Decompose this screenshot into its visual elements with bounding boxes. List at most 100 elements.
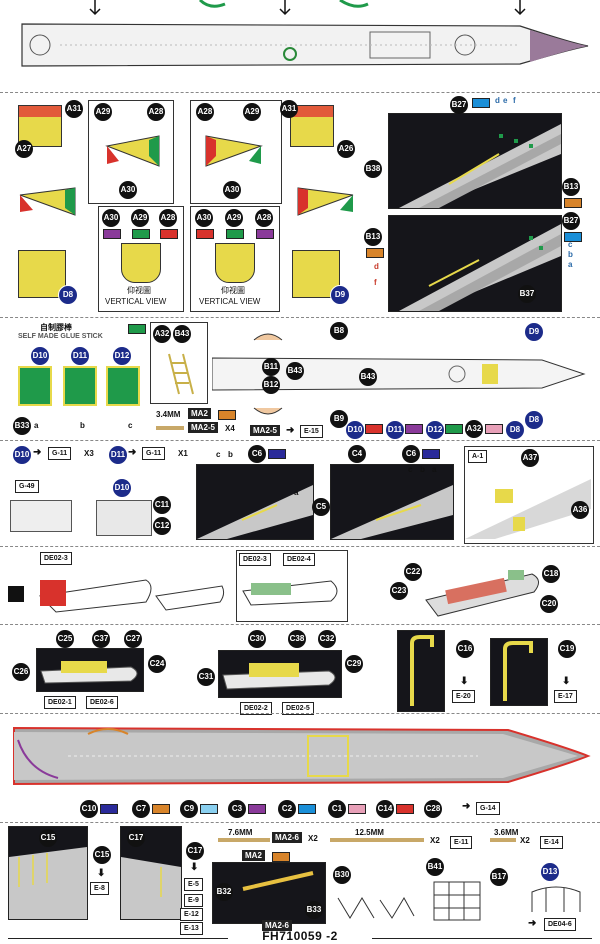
callout-d10d: D10 <box>112 478 132 498</box>
callout-b8: B8 <box>330 322 348 340</box>
ref-de04-6: DE04-6 <box>544 918 576 931</box>
callout-c4: C4 <box>348 445 366 463</box>
vertical-view-box-left: A30 A29 A28 仰视圖 VERTICAL VIEW <box>98 206 184 312</box>
divider <box>0 624 600 625</box>
arrow-down-glyph: ⬇ <box>460 676 469 687</box>
callout-a29c: A29 <box>243 103 261 121</box>
callout-c28: C28 <box>424 800 442 818</box>
callout-c25: C25 <box>56 630 74 648</box>
rail-assembly-right: A28 A29 A30 A31 A26 A30 A29 A28 仰视圖 VERT… <box>190 100 370 312</box>
callout-c18: C18 <box>542 565 560 583</box>
divider <box>0 713 600 714</box>
paint-legend-row: C10 C7 C9 C3 C2 C1 C14 C28 ➜ G-14 <box>80 800 520 818</box>
ref-g-14: G-14 <box>476 802 500 815</box>
page-code: FH710059 -2 <box>262 929 338 943</box>
ref-e-17: E-17 <box>554 690 577 703</box>
ref-de02-6: DE02-6 <box>86 696 118 709</box>
callout-c20: C20 <box>540 595 558 613</box>
label-a-glue: a <box>34 421 39 430</box>
ref-de02-3b: DE02-3 <box>239 553 271 566</box>
paint-ma2-5b: MA2-5 <box>250 425 281 436</box>
callout-c14: C14 <box>376 800 394 818</box>
detail-box-right: A28 A29 A30 <box>190 100 282 204</box>
times-2c: X2 <box>520 836 530 845</box>
label-e: e <box>503 96 508 105</box>
times-2: X2 <box>308 834 318 843</box>
callout-d9b: D9 <box>524 322 544 342</box>
label-d: d <box>495 96 500 105</box>
callout-a29b: A29 <box>131 209 149 227</box>
bow-c15-panel: C15 <box>8 826 88 920</box>
callout-c15: C15 <box>39 829 57 847</box>
callout-c22: C22 <box>404 563 422 581</box>
callout-b43b: B43 <box>286 362 304 380</box>
callout-a32b: A32 <box>465 420 483 438</box>
len-3-4mm: 3.4MM <box>156 410 181 419</box>
rod-7-6mm <box>218 838 270 842</box>
times-3: X3 <box>84 449 94 458</box>
callout-d8c: D8 <box>505 420 525 440</box>
callout-c1: C1 <box>328 800 346 818</box>
paint-ma2-5: MA2-5 <box>188 422 219 433</box>
label-b-c4: b <box>420 465 425 474</box>
deck-panel-lower <box>388 215 562 312</box>
len-7-6mm: 7.6MM <box>228 828 253 837</box>
times-1: X1 <box>178 449 188 458</box>
callout-c5: C5 <box>312 498 330 516</box>
callout-a28c: A28 <box>196 103 214 121</box>
callout-c23: C23 <box>390 582 408 600</box>
rod-12-5mm <box>330 838 424 842</box>
label-a-c4: a <box>432 465 437 474</box>
ref-e-5: E-5 <box>184 878 203 891</box>
arrow-glyph: ➜ <box>33 447 42 458</box>
len-12-5mm: 12.5MM <box>355 828 384 837</box>
vertical-view-label: VERTICAL VIEW <box>105 297 167 306</box>
callout-a32: A32 <box>153 325 171 343</box>
mid-deck-diagram: B8 D9 B11 B43 B12 B43 B9 D8 <box>211 322 587 430</box>
callout-c26: C26 <box>12 663 30 681</box>
arrow-glyph: ➜ <box>286 425 295 436</box>
ref-de02-3: DE02-3 <box>40 552 72 565</box>
callout-a28b: A28 <box>159 209 177 227</box>
d10-assembly <box>96 500 152 536</box>
callout-a26: A26 <box>337 140 355 158</box>
callout-b41: B41 <box>426 858 444 876</box>
paint-ma2-6: MA2-6 <box>272 832 303 843</box>
label-b-c6: b <box>228 450 233 459</box>
label-b: b <box>568 250 573 259</box>
callout-c16: C16 <box>456 640 474 658</box>
ref-e-11: E-11 <box>450 836 473 849</box>
callout-b37: B37 <box>518 285 536 303</box>
boat-assembly-box: DE02-3 DE02-4 <box>236 550 348 622</box>
label-c-c6: c <box>216 450 221 459</box>
callout-c6b: C6 <box>402 445 420 463</box>
callout-c9: C9 <box>180 800 198 818</box>
times-2b: X2 <box>430 836 440 845</box>
callout-d10: D10 <box>30 346 50 366</box>
callout-c30: C30 <box>248 630 266 648</box>
callout-b38: B38 <box>364 160 382 178</box>
callout-c19: C19 <box>558 640 576 658</box>
vertical-view-box-right: A30 A29 A28 仰视圖 VERTICAL VIEW <box>190 206 280 312</box>
ref-e-9: E-9 <box>184 894 203 907</box>
callout-c7: C7 <box>132 800 150 818</box>
callout-d13: D13 <box>540 862 560 882</box>
hull-top-svg <box>21 0 589 67</box>
callout-c2: C2 <box>278 800 296 818</box>
c6-panel <box>196 464 314 540</box>
knife-icon <box>8 586 24 602</box>
callout-a31: A31 <box>65 100 83 118</box>
callout-a30: A30 <box>119 181 137 199</box>
callout-b9: B9 <box>330 410 348 428</box>
top-hull-diagram <box>0 0 600 90</box>
callout-d12b: D12 <box>425 420 445 440</box>
callout-b32: B32 <box>215 883 233 901</box>
callout-b33: B33 <box>13 417 31 435</box>
callout-c37: C37 <box>92 630 110 648</box>
divider <box>0 92 600 93</box>
label-c-c4: c <box>408 465 413 474</box>
callout-b13b: B13 <box>364 228 382 246</box>
callout-b30: B30 <box>333 866 351 884</box>
divider <box>0 440 600 441</box>
ref-e-15: E-15 <box>300 425 323 438</box>
